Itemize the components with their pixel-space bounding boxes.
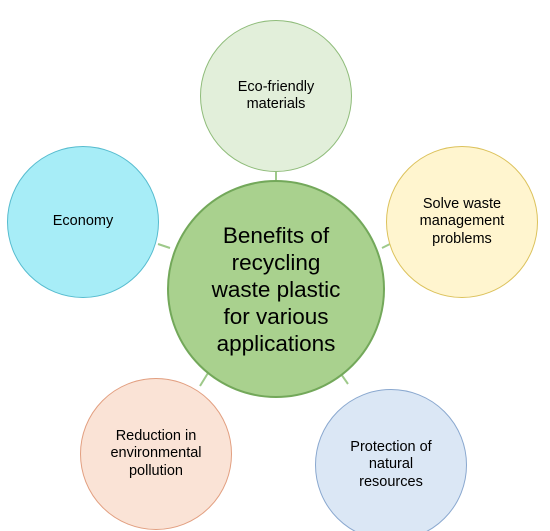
node-label: Protection of natural resources (350, 438, 432, 490)
connector-bottom-left (199, 372, 209, 387)
node-label: Eco-friendly materials (237, 78, 315, 112)
node-label: Reduction in environmental pollution (110, 427, 202, 479)
node-label: Economy (52, 213, 114, 230)
node-solve-waste-management: Solve waste management problems (386, 146, 538, 298)
connector-bottom-right (340, 373, 349, 385)
node-reduction-pollution: Reduction in environmental pollution (80, 378, 232, 530)
node-economy: Economy (7, 146, 159, 298)
node-protection-resources: Protection of natural resources (315, 389, 467, 531)
node-label: Solve waste management problems (419, 195, 505, 247)
center-node-label: Benefits of recycling waste plastic for … (211, 222, 341, 356)
node-eco-friendly-materials: Eco-friendly materials (200, 20, 352, 172)
center-node: Benefits of recycling waste plastic for … (167, 180, 385, 398)
connector-left (157, 243, 171, 249)
